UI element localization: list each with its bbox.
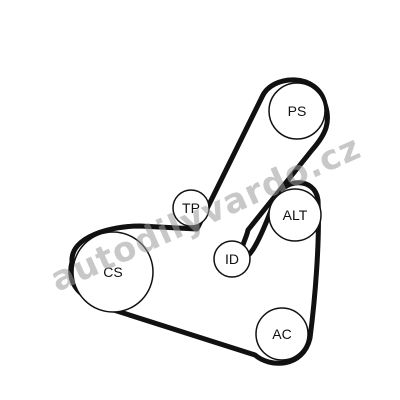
- drive-belt: [68, 77, 330, 366]
- alt-pulley-label: ALT: [283, 207, 308, 223]
- tp-pulley-label: TP: [182, 200, 200, 216]
- cs-pulley: CS: [72, 231, 154, 313]
- ps-pulley-body: [268, 82, 326, 140]
- ac-pulley: AC: [255, 307, 309, 361]
- id-pulley: ID: [213, 240, 251, 278]
- ps-pulley: PS: [268, 82, 326, 140]
- tp-pulley: TP: [172, 189, 210, 227]
- cs-pulley-body: [72, 231, 154, 313]
- id-pulley-label: ID: [225, 251, 239, 267]
- alt-pulley-body: [268, 188, 322, 242]
- ps-pulley-label: PS: [288, 103, 307, 119]
- cs-pulley-label: CS: [103, 264, 122, 280]
- ac-pulley-body: [255, 307, 309, 361]
- id-pulley-body: [213, 240, 251, 278]
- tp-pulley-body: [172, 189, 210, 227]
- alt-pulley: ALT: [268, 188, 322, 242]
- ac-pulley-label: AC: [272, 326, 291, 342]
